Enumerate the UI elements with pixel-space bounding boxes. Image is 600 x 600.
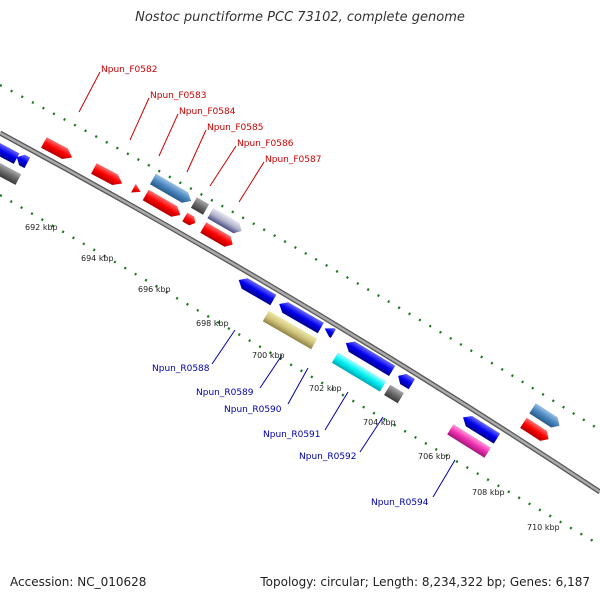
kbp-label: 694 kbp [81, 254, 114, 263]
gene-feature[interactable] [384, 384, 404, 404]
reverse-strand-genes [0, 142, 501, 458]
kbp-label: 710 kbp [527, 523, 560, 532]
gene-feature[interactable] [207, 207, 244, 236]
kbp-label: 700 kbp [252, 351, 285, 360]
kbp-label: 702 kbp [309, 384, 342, 393]
forward-strand-genes [41, 137, 562, 444]
gene-feature[interactable] [447, 424, 491, 458]
kbp-label: 704 kbp [363, 418, 396, 427]
kbp-label: 692 kbp [25, 223, 58, 232]
gene-feature[interactable] [529, 403, 562, 430]
kbp-scale-labels: 692 kbp 694 kbp 696 kbp 698 kbp 700 kbp … [25, 223, 560, 532]
genome-title: Nostoc punctiforme PCC 73102, complete g… [135, 10, 465, 25]
genome-stats: Topology: circular; Length: 8,234,322 bp… [260, 575, 590, 589]
gene-label-f0585[interactable]: Npun_F0585 [207, 123, 263, 133]
gene-feature[interactable] [236, 275, 277, 306]
gene-feature[interactable] [322, 324, 336, 338]
gene-feature[interactable] [262, 310, 318, 350]
gene-feature[interactable] [14, 152, 31, 169]
outer-tick-track [0, 83, 600, 432]
gene-feature[interactable] [131, 183, 143, 197]
kbp-label: 696 kbp [138, 285, 171, 294]
gene-label-r0589[interactable]: Npun_R0589 [196, 388, 254, 398]
gene-label-r0588[interactable]: Npun_R0588 [152, 364, 210, 374]
gene-feature[interactable] [91, 163, 125, 189]
accession-text: Accession: NC_010628 [10, 575, 147, 589]
kbp-label: 706 kbp [418, 452, 451, 461]
inner-tick-track [0, 193, 600, 547]
gene-feature[interactable] [460, 412, 501, 444]
gene-feature[interactable] [149, 173, 194, 206]
gene-feature[interactable] [182, 212, 197, 228]
gene-label-f0587[interactable]: Npun_F0587 [265, 155, 321, 165]
gene-feature[interactable] [190, 197, 210, 215]
kbp-label: 708 kbp [472, 488, 505, 497]
gene-label-r0590[interactable]: Npun_R0590 [224, 405, 282, 415]
gene-label-f0582[interactable]: Npun_F0582 [101, 65, 157, 75]
gene-label-f0586[interactable]: Npun_F0586 [237, 139, 294, 149]
gene-feature[interactable] [41, 137, 75, 163]
gene-label-r0594[interactable]: Npun_R0594 [371, 498, 429, 508]
gene-feature[interactable] [0, 161, 22, 185]
gene-label-r0592[interactable]: Npun_R0592 [299, 452, 357, 462]
gene-feature[interactable] [395, 371, 415, 390]
gene-feature[interactable] [520, 417, 552, 444]
gene-label-f0583[interactable]: Npun_F0583 [150, 91, 206, 101]
gene-feature[interactable] [142, 189, 184, 220]
forward-leader-lines [78, 71, 265, 203]
gene-feature[interactable] [343, 338, 396, 377]
gene-feature[interactable] [276, 299, 324, 334]
reverse-leader-lines [211, 329, 456, 498]
gene-feature[interactable] [0, 142, 20, 164]
reverse-gene-labels: Npun_R0588 Npun_R0589 Npun_R0590 Npun_R0… [152, 364, 429, 508]
gene-feature[interactable] [200, 222, 235, 249]
gene-label-f0584[interactable]: Npun_F0584 [179, 107, 236, 117]
forward-gene-labels: Npun_F0582 Npun_F0583 Npun_F0584 Npun_F0… [101, 65, 321, 165]
gene-feature[interactable] [331, 352, 387, 392]
kbp-label: 698 kbp [196, 319, 229, 328]
gene-label-r0591[interactable]: Npun_R0591 [263, 430, 321, 440]
